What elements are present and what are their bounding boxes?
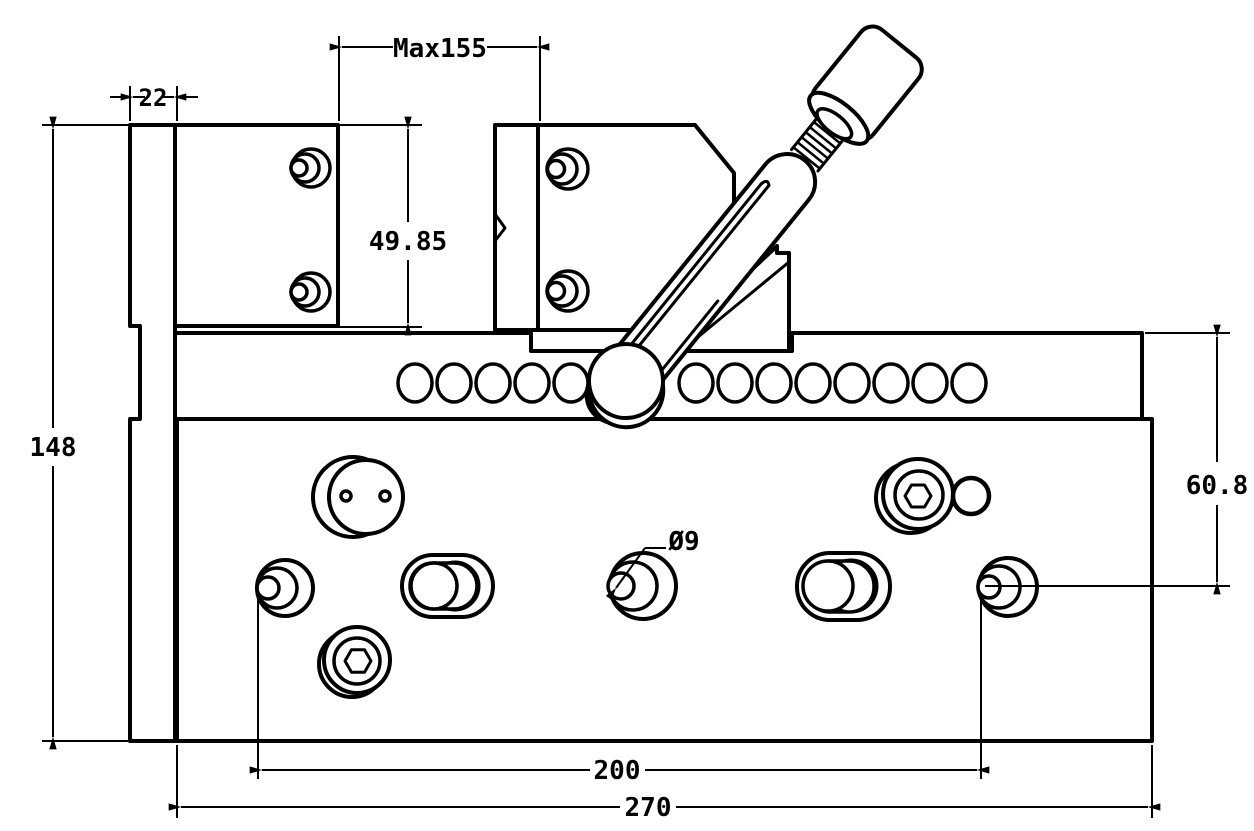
dim-base-width: 270 xyxy=(168,745,1161,823)
dim-hole-diameter: Ø9 xyxy=(605,527,700,601)
locating-plug xyxy=(311,455,405,539)
svg-text:200: 200 xyxy=(594,756,641,786)
dim-hole-spacing: 200 xyxy=(249,592,990,786)
svg-text:Max155: Max155 xyxy=(393,34,487,64)
hex-socket xyxy=(903,483,933,509)
rail-hole xyxy=(396,362,434,404)
dim-max-opening: Max155 xyxy=(329,34,550,121)
fixed-jaw xyxy=(173,123,340,328)
svg-text:49.85: 49.85 xyxy=(369,227,447,257)
rail-hole xyxy=(513,362,551,404)
rail-hole xyxy=(435,362,473,404)
rail-hole xyxy=(833,362,871,404)
fixed-jaw-hole-upper xyxy=(289,147,332,189)
mount-hole-left xyxy=(255,558,315,618)
movable-jaw-hole-lower xyxy=(545,269,590,313)
pivot-ball xyxy=(587,342,665,420)
movable-jaw-plate xyxy=(493,123,550,332)
svg-text:270: 270 xyxy=(625,793,672,823)
hex-socket xyxy=(343,648,373,674)
slot-hole-right xyxy=(795,551,892,622)
mount-hole-center xyxy=(606,551,678,621)
clamp-handle xyxy=(584,24,924,430)
dim-plate-width: 22 xyxy=(110,84,198,121)
svg-text:60.8: 60.8 xyxy=(1186,471,1249,501)
rail-hole-row xyxy=(396,362,988,404)
dowel-hole xyxy=(950,475,992,517)
dim-overall-height: 148 xyxy=(30,116,177,750)
rail-hole xyxy=(677,362,715,404)
break-mark xyxy=(493,212,507,243)
rail-hole xyxy=(794,362,832,404)
fixed-jaw-hole-lower xyxy=(289,271,332,313)
knob-boss xyxy=(815,107,854,141)
svg-text:22: 22 xyxy=(139,84,168,112)
rail-hole xyxy=(950,362,988,404)
socket-screw-lower xyxy=(317,625,392,699)
rail-hole xyxy=(911,362,949,404)
slot-hole-left xyxy=(400,553,495,619)
dim-jaw-height: 49.85 xyxy=(326,116,447,336)
left-end-plate xyxy=(128,123,177,743)
rail-hole xyxy=(716,362,754,404)
movable-jaw-hole-upper xyxy=(545,147,590,191)
socket-screw-upper xyxy=(874,457,955,535)
svg-text:148: 148 xyxy=(30,433,77,463)
rail-hole xyxy=(474,362,512,404)
rail-hole xyxy=(872,362,910,404)
dim-rail-to-hole: 60.8 xyxy=(985,324,1249,595)
svg-text:Ø9: Ø9 xyxy=(667,527,699,557)
rail-hole xyxy=(552,362,590,404)
rail-hole xyxy=(755,362,793,404)
